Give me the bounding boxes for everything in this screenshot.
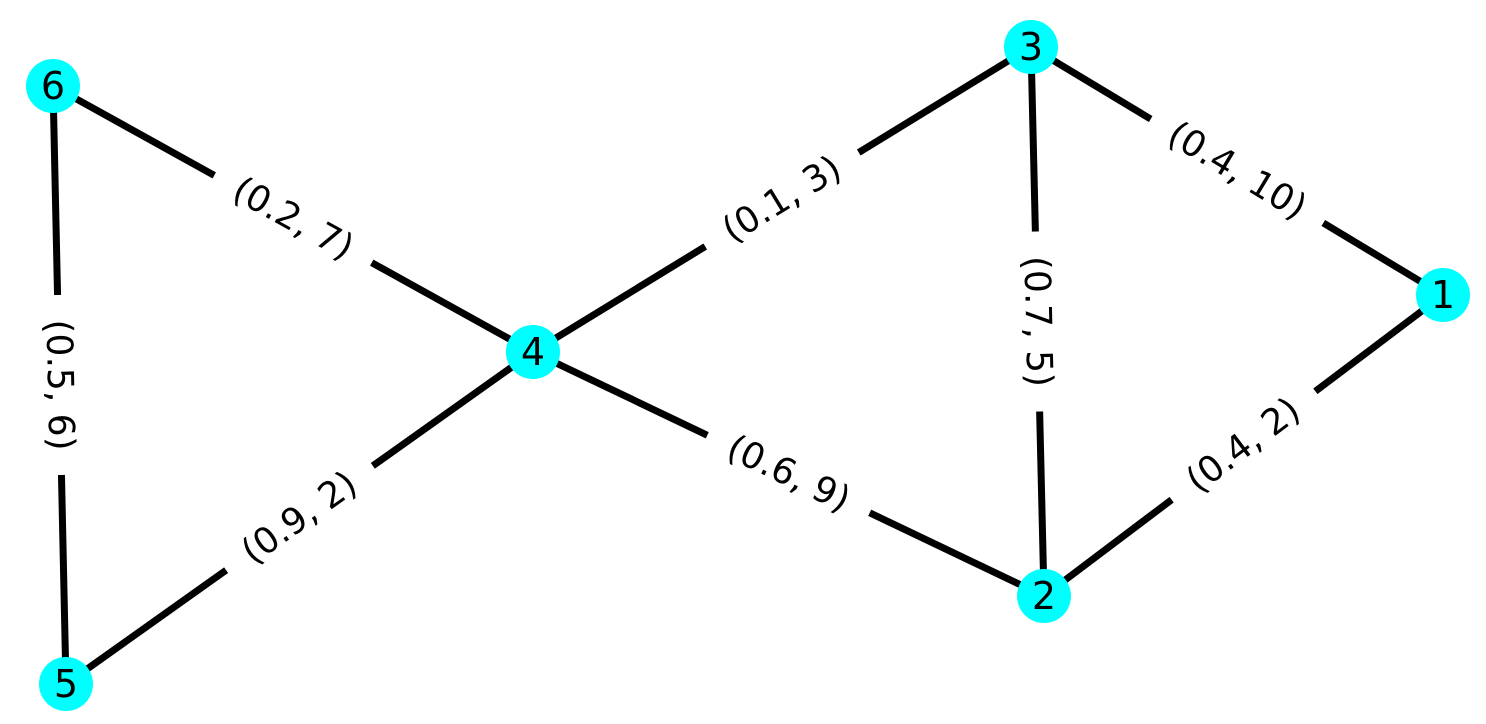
node-4: 4 [506,325,560,379]
edge-weight-label: (0.9, 2) [234,463,365,572]
node-label: 2 [1032,574,1056,618]
node-circle [26,59,80,113]
edge-label-4-2: (0.6, 9) [697,415,880,533]
edge-label-background [1013,231,1062,412]
edge-weight-label: (0.5, 6) [38,319,82,451]
edge-labels-layer: (0.4, 10) (0.4, 2) (0.7, 5) (0.1, 3) (0.6, 9… [35,100,1335,589]
node-5: 5 [39,657,93,711]
edge-label-1-2: (0.4, 2) [1158,373,1329,518]
edge-label-background [693,133,871,266]
node-2: 2 [1017,569,1071,623]
node-circle [1416,268,1470,322]
node-3: 3 [1004,20,1058,74]
node-label: 3 [1019,25,1043,69]
edge-label-background [35,294,84,476]
edge-label-background [697,415,880,533]
node-1: 1 [1416,268,1470,322]
edge-weight-label: (0.1, 3) [715,148,848,251]
nodes-layer: 1 2 3 4 5 6 [26,20,1470,711]
edge-label-background [213,447,386,589]
node-label: 6 [41,64,65,108]
edge-label-6-4: (0.2, 7) [203,156,383,282]
node-circle [1017,569,1071,623]
edge-weight-label: (0.2, 7) [226,169,361,268]
node-circle [506,325,560,379]
node-label: 1 [1431,273,1455,317]
edge-label-background [1139,100,1335,242]
edges-layer [49,44,1446,687]
node-6: 6 [26,59,80,113]
edge-weight-label: (0.4, 2) [1179,390,1308,502]
edge-weight-label: (0.4, 10) [1160,114,1313,229]
edge-label-4-3: (0.1, 3) [693,133,871,266]
edge-label-6-5: (0.5, 6) [35,294,84,476]
node-label: 5 [54,662,78,706]
edge-label-background [203,156,383,282]
edge-label-5-4: (0.9, 2) [213,447,386,589]
edge-label-background [1158,373,1329,518]
node-label: 4 [521,330,545,374]
edge-weight-label: (0.7, 5) [1015,255,1059,387]
edge-label-3-2: (0.7, 5) [1013,231,1062,412]
edge-label-3-1: (0.4, 10) [1139,100,1335,242]
node-circle [39,657,93,711]
node-circle [1004,20,1058,74]
